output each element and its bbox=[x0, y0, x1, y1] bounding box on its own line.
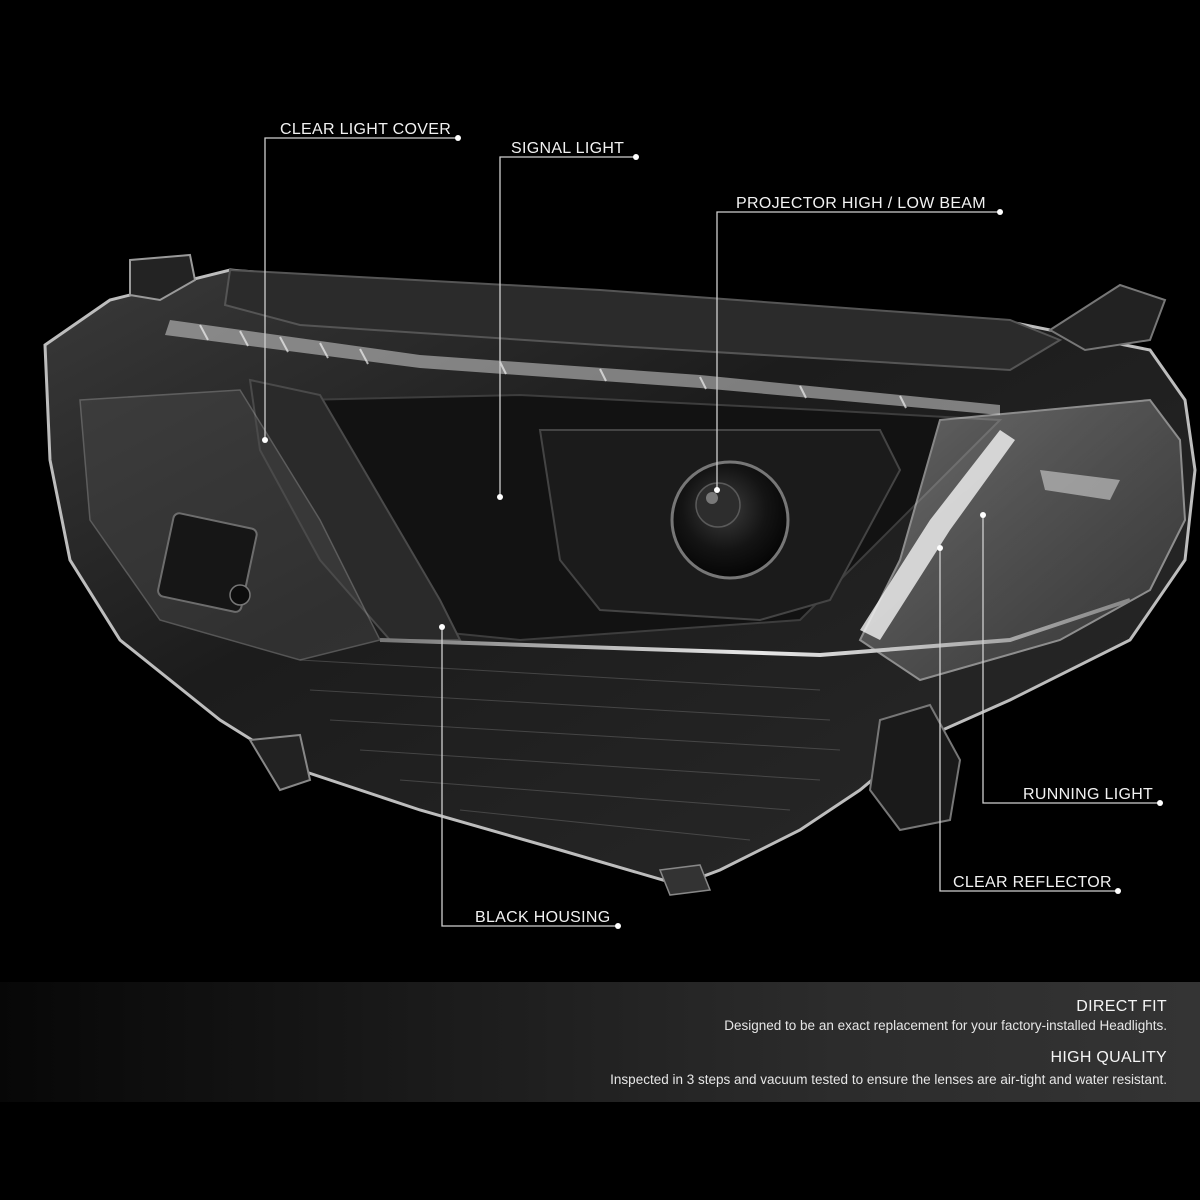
feature-panel: DIRECT FIT Designed to be an exact repla… bbox=[0, 982, 1200, 1102]
signal-led-strip bbox=[165, 320, 1000, 415]
leader-signal-light bbox=[499, 156, 636, 497]
feature-title-direct-fit: DIRECT FIT bbox=[1076, 998, 1167, 1015]
mount-tab-bottom bbox=[248, 733, 312, 792]
leader-clear-reflector bbox=[939, 548, 1118, 892]
chrome-trim bbox=[379, 598, 1131, 658]
running-light-strip bbox=[860, 430, 1015, 640]
feature-title-high-quality: HIGH QUALITY bbox=[1050, 1049, 1167, 1066]
leader-lines bbox=[264, 137, 1160, 927]
leader-black-housing bbox=[441, 627, 618, 927]
leader-dots bbox=[262, 135, 1163, 929]
leader-running-light bbox=[982, 515, 1160, 804]
feature-desc-direct-fit: Designed to be an exact replacement for … bbox=[724, 1018, 1167, 1033]
bulb-socket bbox=[157, 512, 258, 613]
feature-desc-high-quality: Inspected in 3 steps and vacuum tested t… bbox=[610, 1072, 1167, 1087]
mount-tab-left bbox=[129, 253, 197, 302]
label-running-light: RUNNING LIGHT bbox=[1023, 786, 1154, 803]
mount-tab-right bbox=[1048, 283, 1167, 352]
leader-clear-light-cover bbox=[264, 137, 458, 440]
label-clear-reflector: CLEAR REFLECTOR bbox=[953, 874, 1112, 891]
leader-projector-beam bbox=[716, 211, 1000, 490]
connector bbox=[868, 703, 962, 832]
label-black-housing: BLACK HOUSING bbox=[475, 909, 611, 926]
top-housing-bar bbox=[223, 268, 1063, 372]
led-segments bbox=[199, 324, 907, 409]
lens-ribs bbox=[299, 659, 841, 841]
label-clear-light-cover: CLEAR LIGHT COVER bbox=[280, 121, 452, 138]
label-projector-beam: PROJECTOR HIGH / LOW BEAM bbox=[736, 195, 986, 212]
label-signal-light: SIGNAL LIGHT bbox=[511, 140, 625, 157]
